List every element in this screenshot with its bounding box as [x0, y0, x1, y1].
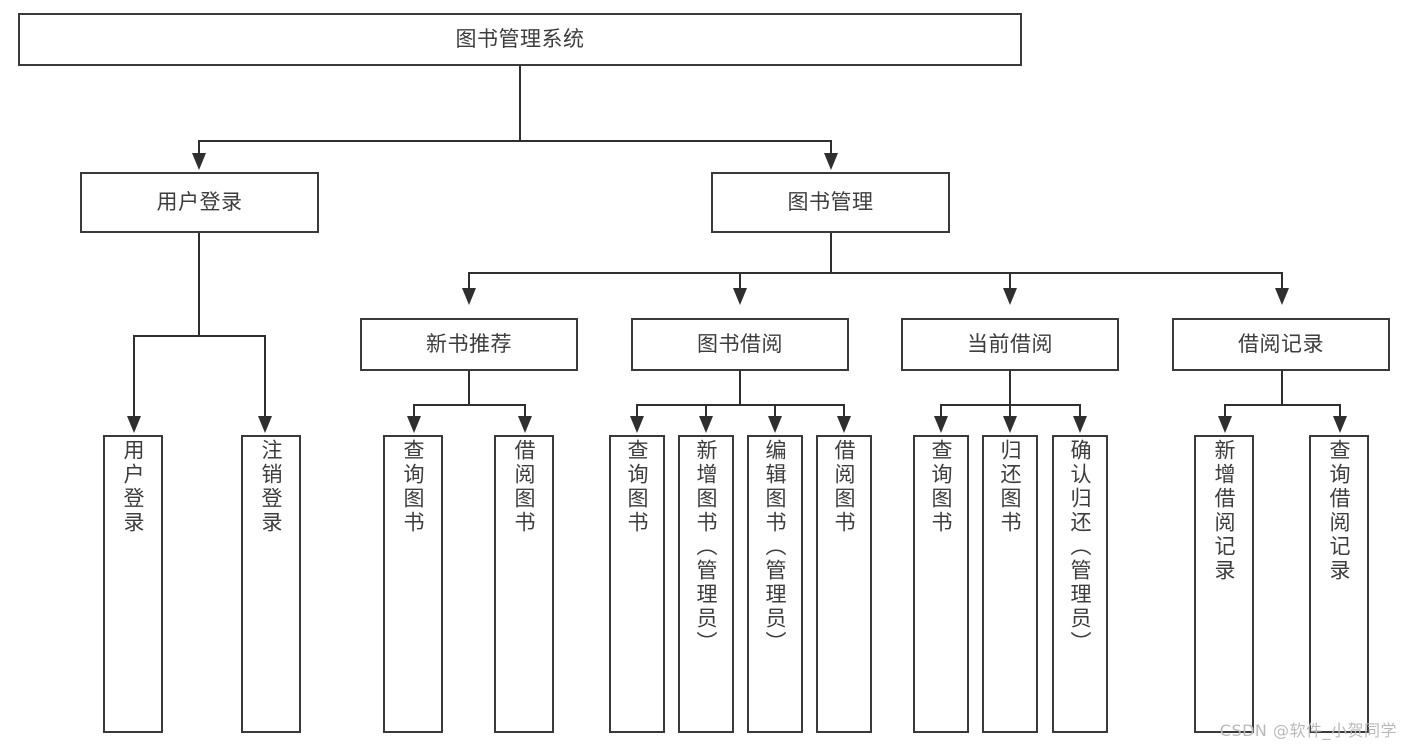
node-label: 新书推荐	[426, 332, 512, 357]
connector-level3-bus	[468, 272, 1281, 274]
arrowhead-leaf-user-login	[127, 416, 141, 433]
leaf-new-book-borrow-book[interactable]: 借阅图书	[494, 435, 554, 733]
arrowhead-bb-borrow-book	[837, 416, 851, 433]
connector-bb-drop-3	[774, 404, 776, 418]
connector-cb-drop-3	[1079, 404, 1081, 418]
arrowhead-cb-return-book	[1003, 416, 1017, 433]
arrowhead-nb-borrow-book	[518, 416, 532, 433]
node-label: 图书管理系统	[455, 27, 585, 52]
connector-borrow-record-stem	[1281, 371, 1283, 404]
connector-user-login-stem	[198, 233, 200, 335]
connector-new-book-stem	[468, 371, 470, 404]
connector-new-book-bus	[413, 404, 524, 406]
leaf-current-borrow-query-book[interactable]: 查询图书	[913, 435, 969, 733]
node-book-management[interactable]: 图书管理	[711, 172, 950, 233]
connector-new-book-drop-1	[413, 404, 415, 418]
node-label: 图书管理	[787, 190, 874, 215]
node-borrow-record[interactable]: 借阅记录	[1172, 318, 1390, 371]
node-label: 用户登录	[156, 190, 243, 215]
node-label: 查询图书	[401, 439, 426, 535]
connector-book-borrow-stem	[739, 371, 741, 404]
connector-borrow-record-bus	[1224, 404, 1339, 406]
connector-book-borrow-bus	[636, 404, 844, 406]
node-current-borrow[interactable]: 当前借阅	[901, 318, 1119, 371]
arrowhead-nb-query-book	[407, 416, 421, 433]
node-label: 新增借阅记录	[1212, 439, 1237, 583]
node-label: 注销登录	[259, 439, 284, 535]
connector-current-borrow-stem	[1009, 371, 1011, 404]
connector-user-login-drop-2	[264, 335, 266, 418]
leaf-book-borrow-query-book[interactable]: 查询图书	[609, 435, 665, 733]
arrowhead-br-add-record	[1218, 416, 1232, 433]
node-label: 借阅记录	[1238, 332, 1324, 357]
connector-bb-drop-2	[705, 404, 707, 418]
node-label: 查询图书	[625, 439, 650, 535]
connector-br-drop-1	[1224, 404, 1226, 418]
arrowhead-cb-query-book	[934, 416, 948, 433]
leaf-book-borrow-edit-book[interactable]: 编辑图书（管理员）	[747, 435, 803, 733]
connector-level2-drop-right	[830, 140, 832, 156]
node-label: 确认归还（管理员）	[1068, 439, 1093, 655]
node-label: 新增图书（管理员）	[694, 439, 719, 655]
arrowhead-bb-add-book	[699, 416, 713, 433]
arrowhead-cb-confirm-return	[1073, 416, 1087, 433]
node-label: 查询借阅记录	[1327, 439, 1352, 583]
arrowhead-borrow-record	[1275, 288, 1289, 305]
arrowhead-new-book-recommend	[462, 288, 476, 305]
arrowhead-book-borrow	[733, 288, 747, 305]
node-label: 当前借阅	[967, 332, 1053, 357]
arrowhead-leaf-logout	[258, 416, 272, 433]
connector-cb-drop-1	[940, 404, 942, 418]
arrowhead-current-borrow	[1003, 288, 1017, 305]
connector-book-management-stem	[830, 233, 832, 272]
leaf-new-book-query-book[interactable]: 查询图书	[383, 435, 443, 733]
leaf-book-borrow-borrow-book[interactable]: 借阅图书	[816, 435, 872, 733]
connector-cb-drop-2	[1009, 404, 1011, 418]
leaf-borrow-record-add-record[interactable]: 新增借阅记录	[1194, 435, 1254, 733]
arrowhead-bb-query-book	[630, 416, 644, 433]
connector-bb-drop-4	[843, 404, 845, 418]
leaf-current-borrow-confirm-return[interactable]: 确认归还（管理员）	[1052, 435, 1108, 733]
arrowhead-book-management	[824, 153, 838, 170]
connector-bb-drop-1	[636, 404, 638, 418]
arrowhead-br-query-record	[1333, 416, 1347, 433]
node-root-book-management-system[interactable]: 图书管理系统	[18, 13, 1022, 66]
leaf-borrow-record-query-record[interactable]: 查询借阅记录	[1309, 435, 1369, 733]
watermark-text: CSDN @软件_小贺同学	[1219, 721, 1397, 740]
node-new-book-recommend[interactable]: 新书推荐	[360, 318, 578, 371]
connector-level3-drop-4	[1281, 272, 1283, 290]
connector-user-login-bus	[133, 335, 264, 337]
node-label: 归还图书	[998, 439, 1023, 535]
node-book-borrow[interactable]: 图书借阅	[631, 318, 849, 371]
leaf-book-borrow-add-book[interactable]: 新增图书（管理员）	[678, 435, 734, 733]
arrowhead-bb-edit-book	[768, 416, 782, 433]
leaf-current-borrow-return-book[interactable]: 归还图书	[982, 435, 1038, 733]
connector-user-login-drop-1	[133, 335, 135, 418]
node-label: 图书借阅	[697, 332, 783, 357]
connector-root-stem	[519, 66, 521, 140]
connector-level2-bus	[198, 140, 832, 142]
node-label: 借阅图书	[832, 439, 857, 535]
node-label: 借阅图书	[512, 439, 537, 535]
connector-level2-drop-left	[198, 140, 200, 156]
node-label: 编辑图书（管理员）	[763, 439, 788, 655]
node-label: 查询图书	[929, 439, 954, 535]
connector-br-drop-2	[1339, 404, 1341, 418]
connector-level3-drop-2	[739, 272, 741, 290]
leaf-logout[interactable]: 注销登录	[241, 435, 301, 733]
node-label: 用户登录	[121, 439, 146, 535]
node-user-login[interactable]: 用户登录	[80, 172, 319, 233]
connector-new-book-drop-2	[524, 404, 526, 418]
connector-level3-drop-3	[1009, 272, 1011, 290]
connector-level3-drop-1	[468, 272, 470, 290]
leaf-user-login[interactable]: 用户登录	[103, 435, 163, 733]
arrowhead-user-login	[192, 153, 206, 170]
